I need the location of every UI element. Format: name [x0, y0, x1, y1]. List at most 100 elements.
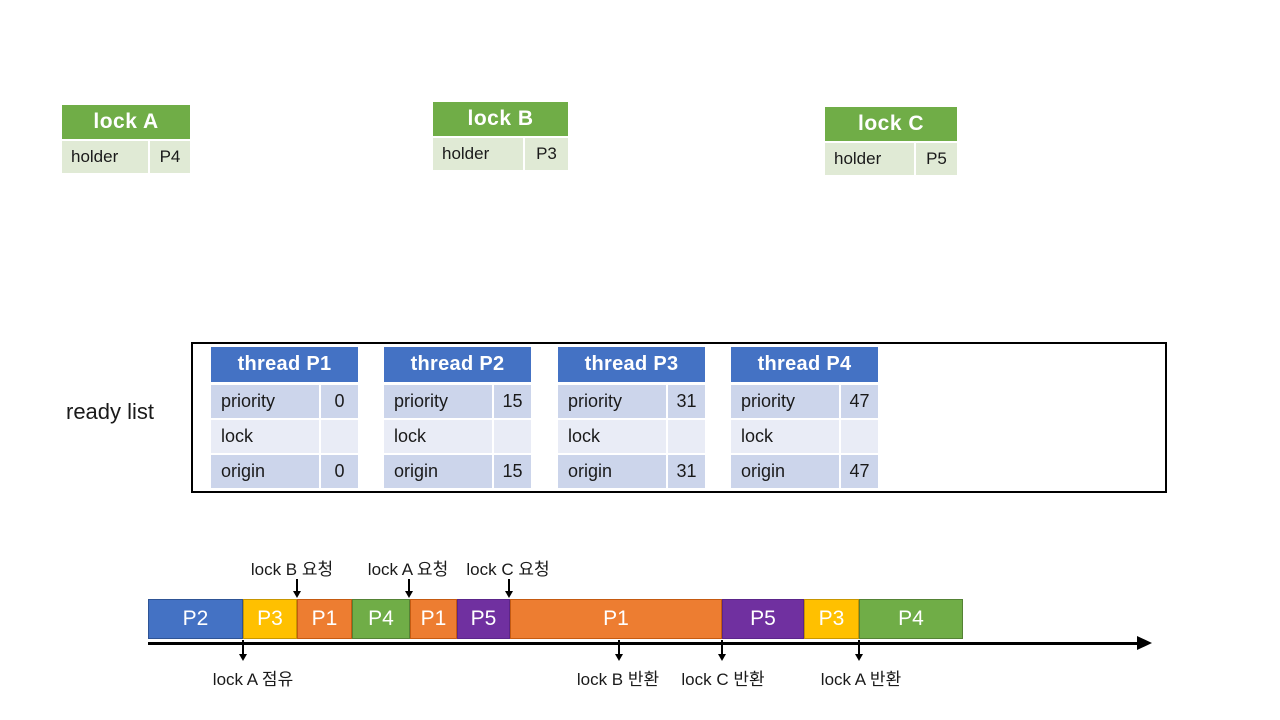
segment-label: P5	[750, 607, 776, 630]
segment-label: P1	[603, 607, 629, 630]
thread-p3-rows: priority 31 lock origin 31	[558, 385, 705, 488]
row-value: 0	[321, 455, 358, 488]
thread-p4-rows: priority 47 lock origin 47	[731, 385, 878, 488]
timeline-segment-p3: P3	[804, 599, 859, 639]
event-label-lock-a-acquire: lock A 점유	[212, 670, 294, 689]
table-row: origin 31	[558, 455, 705, 488]
row-label: priority	[384, 385, 492, 418]
event-label-lock-c-release: lock C 반환	[681, 670, 765, 689]
row-label: lock	[211, 420, 319, 453]
segment-label: P3	[818, 607, 845, 630]
event-label-lock-c-request: lock C 요청	[466, 560, 550, 579]
arrow-down-icon	[404, 579, 414, 598]
arrow-down-icon	[504, 579, 514, 598]
lock-b-title: lock B	[433, 102, 568, 136]
segment-label: P4	[368, 607, 394, 630]
row-value	[668, 420, 705, 453]
table-row: origin 0	[211, 455, 358, 488]
row-label: lock	[731, 420, 839, 453]
row-label: priority	[558, 385, 666, 418]
holder-label: holder	[825, 143, 914, 175]
arrow-down-icon	[717, 640, 727, 661]
lock-c-table: lock C holder P5	[825, 107, 957, 175]
row-label: lock	[384, 420, 492, 453]
table-row: lock	[731, 420, 878, 453]
lock-c-title: lock C	[825, 107, 957, 141]
table-row: lock	[558, 420, 705, 453]
timeline-segment-p4: P4	[352, 599, 410, 639]
event-label-lock-b-request: lock B 요청	[250, 560, 334, 579]
row-value	[841, 420, 878, 453]
segment-label: P2	[182, 607, 209, 630]
event-label-lock-a-release: lock A 반환	[820, 670, 902, 689]
row-label: priority	[211, 385, 319, 418]
holder-value: P5	[916, 143, 957, 175]
segment-label: P4	[898, 607, 924, 630]
table-row: lock	[384, 420, 531, 453]
lock-a-title: lock A	[62, 105, 190, 139]
lock-b-holder-row: holder P3	[433, 138, 568, 170]
table-row: lock	[211, 420, 358, 453]
time-axis	[148, 642, 1140, 645]
segment-label: P5	[470, 607, 497, 630]
row-value: 0	[321, 385, 358, 418]
arrow-down-icon	[292, 579, 302, 598]
thread-p4-title: thread P4	[731, 347, 878, 382]
row-value: 47	[841, 385, 878, 418]
ready-list-label: ready list	[66, 399, 155, 424]
row-value: 31	[668, 385, 705, 418]
thread-p3-table: thread P3 priority 31 lock origin 31	[558, 347, 705, 490]
timeline-segment-p2: P2	[148, 599, 243, 639]
row-value	[494, 420, 531, 453]
thread-p4-table: thread P4 priority 47 lock origin 47	[731, 347, 878, 490]
table-row: priority 31	[558, 385, 705, 418]
event-label-lock-a-request: lock A 요청	[367, 560, 449, 579]
thread-p1-table: thread P1 priority 0 lock origin 0	[211, 347, 358, 490]
lock-b-table: lock B holder P3	[433, 102, 568, 170]
row-value: 15	[494, 455, 531, 488]
segment-label: P1	[311, 607, 338, 630]
thread-p2-title: thread P2	[384, 347, 531, 382]
row-value	[321, 420, 358, 453]
timeline-segment-p1: P1	[297, 599, 352, 639]
event-label-lock-b-release: lock B 반환	[576, 670, 660, 689]
segment-label: P3	[257, 607, 283, 630]
row-label: origin	[558, 455, 666, 488]
thread-p2-rows: priority 15 lock origin 15	[384, 385, 531, 488]
row-label: priority	[731, 385, 839, 418]
arrow-down-icon	[614, 640, 624, 661]
segment-label: P1	[420, 607, 447, 630]
holder-label: holder	[62, 141, 148, 173]
row-label: lock	[558, 420, 666, 453]
table-row: priority 0	[211, 385, 358, 418]
lock-a-table: lock A holder P4	[62, 105, 190, 173]
row-label: origin	[211, 455, 319, 488]
row-value: 15	[494, 385, 531, 418]
row-label: origin	[731, 455, 839, 488]
timeline-segment-p5: P5	[457, 599, 510, 639]
thread-p3-title: thread P3	[558, 347, 705, 382]
table-row: priority 15	[384, 385, 531, 418]
table-row: priority 47	[731, 385, 878, 418]
timeline-segment-p5: P5	[722, 599, 804, 639]
lock-c-holder-row: holder P5	[825, 143, 957, 175]
lock-a-holder-row: holder P4	[62, 141, 190, 173]
holder-label: holder	[433, 138, 523, 170]
row-label: origin	[384, 455, 492, 488]
timeline-segment-p1: P1	[410, 599, 457, 639]
thread-p2-table: thread P2 priority 15 lock origin 15	[384, 347, 531, 490]
arrow-down-icon	[238, 640, 248, 661]
thread-p1-title: thread P1	[211, 347, 358, 382]
table-row: origin 15	[384, 455, 531, 488]
timeline-segment-p3: P3	[243, 599, 297, 639]
timeline-segment-p4: P4	[859, 599, 963, 639]
axis-arrow-right-icon	[1137, 636, 1152, 650]
row-value: 47	[841, 455, 878, 488]
timeline-segment-p1: P1	[510, 599, 722, 639]
thread-p1-rows: priority 0 lock origin 0	[211, 385, 358, 488]
table-row: origin 47	[731, 455, 878, 488]
holder-value: P3	[525, 138, 568, 170]
arrow-down-icon	[854, 640, 864, 661]
row-value: 31	[668, 455, 705, 488]
